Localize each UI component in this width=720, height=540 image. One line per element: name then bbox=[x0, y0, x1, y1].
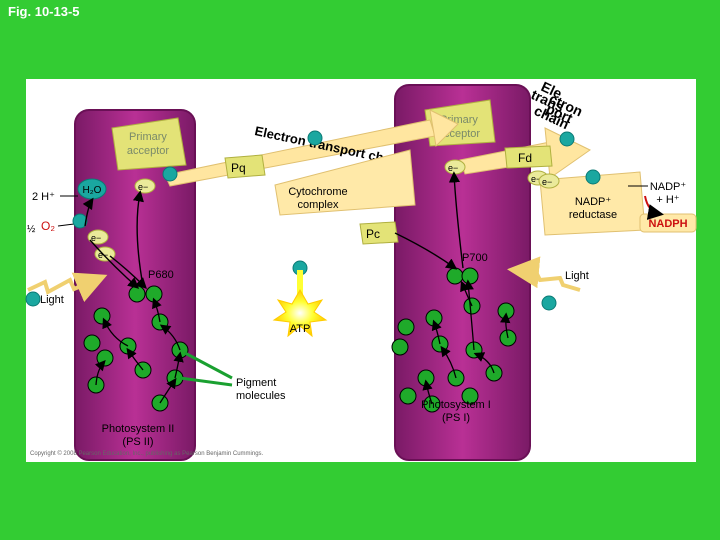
carrier-dot-7 bbox=[25, 291, 41, 307]
electron-path-arrows bbox=[82, 171, 464, 289]
p700-label: P700 bbox=[462, 252, 488, 264]
figure-title: Fig. 10-13-5 bbox=[8, 4, 80, 19]
pc-carrier bbox=[359, 221, 399, 245]
p680-dot-1 bbox=[128, 285, 146, 303]
copyright: Copyright © 2008 Pearson Education, Inc.… bbox=[30, 450, 264, 457]
o2-leader bbox=[57, 223, 75, 227]
fd-label: Fd bbox=[518, 151, 532, 165]
atp-label: ATP bbox=[290, 323, 311, 335]
electron-transport-2-label: Ele ctron trans port chain bbox=[529, 78, 585, 132]
carrier-dot-5 bbox=[585, 169, 601, 185]
ps1-pigments bbox=[391, 297, 517, 413]
electron-4 bbox=[538, 173, 560, 189]
electron-5 bbox=[87, 229, 109, 245]
two-h-label: 2 H⁺ bbox=[32, 191, 55, 203]
nadp-reductase-label-line1: NADP⁺ bbox=[575, 196, 612, 208]
ps1-label-line1: Photosystem I bbox=[421, 399, 491, 411]
light-arrow-1 bbox=[27, 272, 108, 303]
nadp-plus-label-line2: + H⁺ bbox=[656, 194, 679, 206]
light-1-label: Light bbox=[40, 294, 64, 306]
cytochrome-label-line2: complex bbox=[298, 199, 339, 211]
nadp-reductase-label-line2: reductase bbox=[569, 209, 617, 221]
pigment-label-line2: molecules bbox=[236, 390, 286, 402]
carrier-dot-4 bbox=[559, 131, 575, 147]
fd-carrier bbox=[504, 145, 553, 169]
electron-5-label: e− bbox=[91, 233, 101, 243]
pq-label: Pq bbox=[231, 161, 246, 175]
ps1-transfer-arrows bbox=[422, 279, 511, 405]
ps2-label-line2: (PS II) bbox=[122, 436, 153, 448]
p700-dot-2 bbox=[461, 267, 479, 285]
electron-2-label: e− bbox=[448, 163, 458, 173]
carrier-dot-2 bbox=[162, 166, 178, 182]
primary-acceptor-1-label-line1: Primary bbox=[129, 131, 167, 143]
ps1-label-line2: (PS I) bbox=[442, 412, 470, 424]
ps2-transfer-arrows bbox=[94, 297, 184, 404]
primary-acceptor-1 bbox=[111, 117, 187, 171]
nadp-plus-label-line1: NADP⁺ bbox=[650, 181, 687, 193]
p680-label: P680 bbox=[148, 269, 174, 281]
ps2-label-line1: Photosystem II bbox=[102, 423, 175, 435]
cytochrome-complex bbox=[274, 149, 416, 216]
electron-3-label: e− bbox=[531, 174, 541, 184]
h2o-label: H₂O bbox=[83, 185, 102, 196]
p700-dot-1 bbox=[446, 267, 464, 285]
electron-1-label: e− bbox=[138, 182, 148, 192]
o2-label: O₂ bbox=[41, 219, 55, 233]
light-2-label: Light bbox=[565, 270, 589, 282]
pq-carrier bbox=[224, 154, 266, 179]
pigment-pointer-2 bbox=[179, 376, 233, 387]
primary-acceptor-1-label-line2: acceptor bbox=[127, 145, 170, 157]
half-label: ½ bbox=[27, 224, 36, 235]
etc-arrow-1-head bbox=[429, 109, 459, 148]
pigment-label-line1: Pigment bbox=[236, 377, 276, 389]
atp-starburst bbox=[272, 288, 328, 338]
carrier-dot-1 bbox=[307, 130, 323, 146]
cytochrome-label-line1: Cytochrome bbox=[288, 186, 347, 198]
electron-4-label: e− bbox=[542, 177, 552, 187]
pc-label: Pc bbox=[366, 227, 380, 241]
electron-1 bbox=[134, 178, 156, 194]
nadph-arrow bbox=[644, 195, 664, 220]
pigment-pointer-1 bbox=[184, 351, 233, 380]
carrier-dot-3 bbox=[72, 213, 88, 229]
carrier-dot-8 bbox=[541, 295, 557, 311]
p680-dot-2 bbox=[145, 285, 163, 303]
light-arrow-2 bbox=[507, 256, 581, 292]
nadph-label: NADPH bbox=[648, 218, 687, 230]
